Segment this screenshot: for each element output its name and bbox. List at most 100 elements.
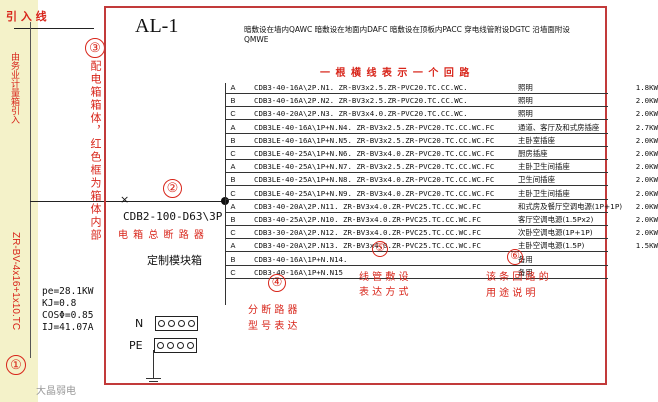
main-feeder-line bbox=[30, 201, 225, 202]
distribution-box-enclosure bbox=[104, 6, 607, 385]
circuit-use: 主卧室插座 bbox=[518, 135, 555, 145]
param-ij: IJ=41.07A bbox=[42, 322, 94, 333]
circuit-line bbox=[238, 159, 608, 160]
circuit-tap bbox=[226, 277, 238, 279]
incoming-line-header: 引 入 线 bbox=[6, 10, 47, 23]
circuit-phase: A bbox=[230, 241, 236, 251]
circuit-spec: CDB3LE-40-16A\1P+N.N5. ZR-BV3x2.5.ZR-PVC… bbox=[254, 135, 495, 145]
circuit-tap bbox=[226, 159, 238, 160]
circuit-load: 2.0KW bbox=[635, 135, 658, 145]
cable-source-note: 由务业计量箱引入 bbox=[9, 52, 19, 124]
circuit-use: 备用 bbox=[518, 254, 533, 264]
circuit-use: 次卧空调电源(1P+1P) bbox=[518, 228, 593, 238]
circuit-phase: B bbox=[230, 175, 236, 185]
circuit-spec: CDB3LE-40-25A\1P+N.N9. ZR-BV3x4.0.ZR-PVC… bbox=[254, 188, 495, 198]
marker-3: ③ bbox=[85, 38, 105, 58]
circuit-use: 主卧卫生间插座 bbox=[518, 162, 570, 172]
n-label: N bbox=[135, 317, 144, 330]
circuit-load: 2.0KW bbox=[635, 215, 658, 224]
circuit-spec: CDB3LE-40-25A\1P+N.N7. ZR-BV3x2.5.ZR-PVC… bbox=[254, 162, 495, 172]
circuit-spec: CDB3-40-16A\1P+N.N15 bbox=[254, 267, 343, 277]
ground-line bbox=[153, 350, 154, 378]
param-cos: COSΦ=0.85 bbox=[42, 310, 94, 321]
marker-2: ② bbox=[163, 179, 182, 198]
circuit-row: B CDB3LE-40-25A\1P+N.N8. ZR-BV3x4.0.ZR-PV… bbox=[228, 173, 658, 187]
circuit-phase: C bbox=[230, 109, 236, 119]
circuit-use: 备用 bbox=[518, 267, 533, 277]
n-terminal-block bbox=[154, 316, 198, 331]
circuit-load: 1.5KW bbox=[635, 241, 658, 251]
pe-terminal-block bbox=[154, 338, 198, 353]
marker-5: ⑤ bbox=[372, 241, 388, 257]
circuit-phase: C bbox=[230, 267, 236, 277]
circuit-load: 2.0KW bbox=[635, 109, 658, 119]
note-usage-1: 该 条 回 路 的 bbox=[486, 272, 549, 283]
circuit-line bbox=[238, 198, 608, 200]
note-usage-2: 用 途 说 明 bbox=[486, 288, 536, 299]
circuit-line bbox=[238, 277, 608, 279]
circuit-phase: C bbox=[230, 228, 236, 238]
circuit-line bbox=[238, 238, 608, 240]
circuit-phase: B bbox=[230, 135, 236, 145]
circuit-load: 2.0KW bbox=[635, 149, 658, 158]
circuit-spec: CDB3-40-16A\1P+N.N14. bbox=[254, 254, 348, 264]
incoming-cable-spec: ZR-BV-4x16+1x10.TC bbox=[10, 232, 21, 331]
circuit-phase: A bbox=[230, 83, 236, 92]
circuit-phase: B bbox=[230, 254, 236, 264]
circuit-spec: CDB3-40-20A\2P.N3. ZR-BV3x4.0.ZR-PVC20.T… bbox=[254, 109, 468, 119]
circuit-tap bbox=[226, 119, 238, 121]
circuit-spec: CDB3-40-20A\2P.N13. ZR-BV3x4.0.ZR-PVC25.… bbox=[254, 241, 481, 251]
laying-legend: 暗敷设在墙内QAWC 暗敷设在地面内DAFC 暗敷设在顶板内PACC 穿电线管附… bbox=[244, 25, 570, 44]
circuit-use: 厨房插座 bbox=[518, 149, 548, 158]
circuit-line bbox=[238, 251, 608, 253]
param-pe: pe=28.1KW bbox=[42, 286, 94, 297]
busbar bbox=[225, 83, 226, 305]
note-circuit: 一 根 横 线 表 示 一 个 回 路 bbox=[320, 68, 471, 79]
circuit-phase: C bbox=[230, 188, 236, 198]
circuit-phase: A bbox=[230, 162, 236, 172]
circuit-load: 2.7KW bbox=[635, 122, 658, 132]
param-kj: KJ=0.8 bbox=[42, 298, 77, 309]
circuit-use: 照明 bbox=[518, 83, 533, 92]
circuit-line bbox=[238, 211, 608, 213]
circuit-tap bbox=[226, 106, 238, 108]
circuit-spec: CDB3-40-20A\2P.N11. ZR-BV3x4.0.ZR-PVC25.… bbox=[254, 201, 481, 211]
circuit-phase: A bbox=[230, 201, 236, 211]
circuit-line bbox=[238, 145, 608, 147]
module-box-label: 定制模块箱 bbox=[147, 254, 202, 267]
note-breaker-2: 型 号 表 达 bbox=[248, 321, 298, 332]
circuit-row: C CDB3-30-20A\2P.N12. ZR-BV3x4.0.ZR-PVC25… bbox=[228, 226, 658, 240]
circuit-line bbox=[238, 132, 608, 134]
pe-label: PE bbox=[129, 339, 143, 352]
circuit-line bbox=[238, 185, 608, 187]
marker-4: ④ bbox=[268, 274, 286, 292]
circuit-row: C CDB3LE-40-25A\1P+N.N9. ZR-BV3x4.0.ZR-PV… bbox=[228, 187, 658, 201]
circuit-row: C CDB3-40-16A\1P+N.N15 备用 bbox=[228, 266, 640, 280]
circuit-use: 照明 bbox=[518, 109, 533, 119]
circuit-spec: CDB3-30-20A\2P.N12. ZR-BV3x4.0.ZR-PVC25.… bbox=[254, 228, 481, 238]
circuit-tap bbox=[226, 198, 238, 200]
circuit-use: 和式房及餐厅空调电源(1P+1P) bbox=[518, 201, 623, 211]
circuit-line bbox=[238, 119, 608, 121]
circuit-use: 主卧空调电源(1.5P) bbox=[518, 241, 585, 251]
main-breaker-model: CDB2-100-D63\3P bbox=[123, 210, 223, 223]
circuit-tap bbox=[226, 264, 238, 266]
circuit-spec: CDB3LE-40-16A\1P+N.N4. ZR-BV3x2.5.ZR-PVC… bbox=[254, 122, 495, 132]
note-laying-1: 线 管 敷 设 bbox=[359, 272, 409, 283]
circuit-tap bbox=[226, 225, 238, 226]
circuit-tap bbox=[226, 172, 238, 174]
circuit-phase: C bbox=[230, 149, 236, 158]
circuit-row: B CDB3-40-16A\1P+N.N14. 备用 bbox=[228, 253, 640, 267]
ground-symbol-2 bbox=[149, 381, 158, 382]
note-breaker-1: 分 断 路 器 bbox=[248, 305, 298, 316]
circuit-load: 2.0KW bbox=[635, 228, 658, 238]
circuit-spec: CDB3-40-16A\2P.N2. ZR-BV3x2.5.ZR-PVC20.T… bbox=[254, 96, 468, 106]
circuit-line bbox=[238, 93, 608, 94]
circuit-spec: CDB3LE-40-25A\1P+N.N8. ZR-BV3x4.0.ZR-PVC… bbox=[254, 175, 495, 185]
circuit-spec: CDB3-40-25A\2P.N10. ZR-BV3x4.0.ZR-PVC25.… bbox=[254, 215, 481, 224]
circuit-use: 客厅空调电源(1.5Px2) bbox=[518, 215, 594, 224]
pe-terminal: PE bbox=[129, 338, 198, 353]
